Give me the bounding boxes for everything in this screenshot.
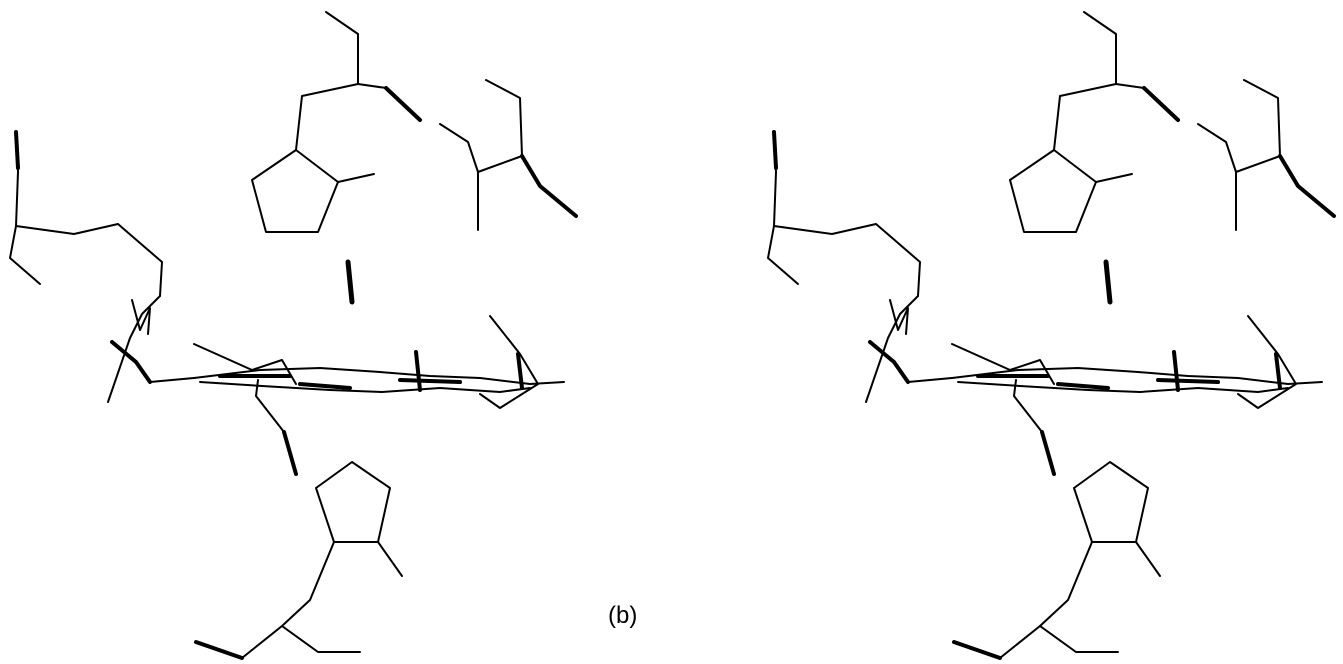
left-chain-bold <box>14 130 20 170</box>
left-chain-lower <box>107 295 161 403</box>
left-chain-end <box>149 377 195 383</box>
top-chain-bold <box>384 86 422 122</box>
top-chain-link <box>295 83 359 151</box>
heme-iron-bond <box>414 350 422 392</box>
bottom-ring-methyl <box>1135 541 1161 577</box>
lower-axial-bold <box>282 430 298 476</box>
bottom-ring-methyl <box>377 541 403 577</box>
heme-bold-2 <box>298 382 352 390</box>
top-ring-methyl <box>337 173 375 183</box>
top-chain <box>1083 11 1179 121</box>
left-chain <box>9 131 41 285</box>
left-chain-bold-2 <box>868 340 910 384</box>
left-chain-zigzag <box>131 299 151 335</box>
axial-ligand-top <box>1103 259 1113 305</box>
bottom-pentagon-ring <box>315 461 391 543</box>
heme-methyl-left <box>193 343 297 385</box>
bottom-chain-branch <box>1039 625 1119 653</box>
heme-right-group <box>1237 315 1297 409</box>
heme-bold-2 <box>1056 382 1110 390</box>
bottom-chain <box>999 541 1093 659</box>
left-chain <box>767 131 799 285</box>
bottom-chain <box>241 541 335 659</box>
upper-right-bold <box>1278 154 1336 218</box>
left-chain-lower <box>865 295 919 403</box>
bottom-chain-bold <box>952 640 1002 660</box>
heme-bold-3 <box>1156 378 1220 384</box>
left-chain-upper <box>773 223 921 297</box>
top-ring-methyl <box>1095 173 1133 183</box>
heme-plane-bottom <box>199 381 531 393</box>
heme-right-group <box>479 315 539 409</box>
top-chain-link <box>1053 83 1117 151</box>
upper-right-branch <box>439 123 479 173</box>
left-chain-zigzag <box>889 299 909 335</box>
right-stereo-view <box>767 11 1336 660</box>
top-chain <box>325 11 421 121</box>
heme-plane-bottom <box>957 381 1289 393</box>
heme-bold-3 <box>398 378 462 384</box>
heme-right-bold <box>1274 352 1282 390</box>
upper-right-chain <box>1235 79 1281 231</box>
heme-right-bold <box>516 352 524 390</box>
upper-right-branch <box>1197 123 1237 173</box>
axial-ligand-top <box>345 259 355 305</box>
lower-axial-bold <box>1040 430 1056 476</box>
left-chain-bold <box>772 130 778 170</box>
heme-methyl-left <box>951 343 1055 385</box>
heme-iron-bond <box>1172 350 1180 392</box>
left-chain-bold-2 <box>110 340 152 384</box>
top-chain-bold <box>1142 86 1180 122</box>
upper-right-chain <box>477 79 523 231</box>
bottom-chain-branch <box>281 625 361 653</box>
top-pentagon-ring <box>1009 149 1097 233</box>
bottom-pentagon-ring <box>1073 461 1149 543</box>
left-chain-end <box>907 377 953 383</box>
panel-label: (b) <box>608 602 638 629</box>
left-stereo-view <box>9 11 578 660</box>
bottom-chain-bold <box>194 640 244 660</box>
upper-right-bold <box>520 154 578 218</box>
top-pentagon-ring <box>251 149 339 233</box>
left-chain-upper <box>15 223 163 297</box>
